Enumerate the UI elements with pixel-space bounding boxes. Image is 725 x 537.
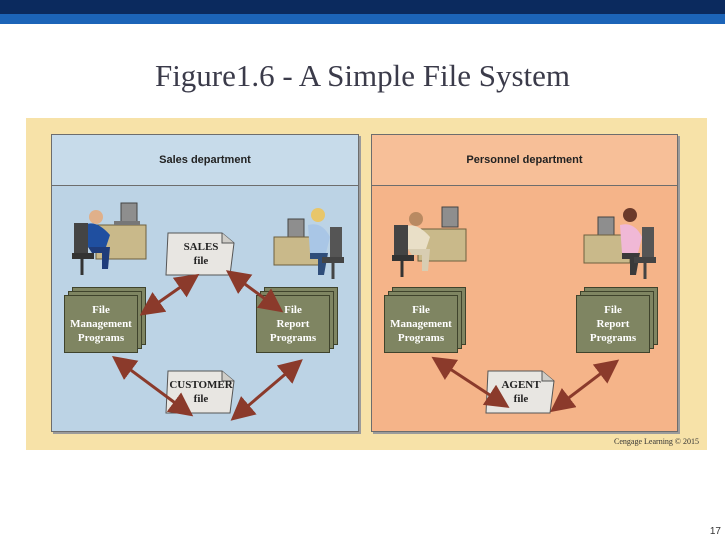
personnel-file-report-label: File Report Programs bbox=[589, 304, 637, 344]
personnel-department-panel: Personnel department File Manage bbox=[371, 134, 678, 432]
personnel-file-management-label: File Management Programs bbox=[390, 304, 452, 344]
sales-file-management-label: File Management Programs bbox=[70, 304, 132, 344]
sales-user-right-icon bbox=[273, 208, 344, 279]
personnel-file-management-programs: File Management Programs bbox=[384, 287, 466, 355]
sales-file-management-programs: File Management Programs bbox=[64, 287, 146, 355]
slide-top-bar-accent bbox=[0, 14, 725, 24]
sales-connection-arrows bbox=[111, 270, 303, 421]
personnel-user-left-icon bbox=[392, 206, 467, 277]
sales-file: SALES file bbox=[164, 229, 238, 279]
slide-top-bar bbox=[0, 0, 725, 14]
arrow-customer-report bbox=[230, 359, 303, 421]
arrow-mgmt-customer bbox=[111, 356, 194, 417]
sales-user-left-icon bbox=[72, 202, 147, 275]
page-number: 17 bbox=[709, 526, 721, 537]
personnel-user-right-icon bbox=[583, 208, 656, 279]
arrow-sales-report bbox=[225, 270, 284, 313]
sales-file-report-label: File Report Programs bbox=[269, 304, 317, 344]
slide-title: Figure1.6 - A Simple File System bbox=[154, 58, 571, 93]
agent-file-label: AGENT file bbox=[501, 379, 541, 405]
figure-credit: Cengage Learning © 2015 bbox=[614, 437, 699, 446]
personnel-connection-arrows bbox=[431, 356, 620, 413]
arrow-agent-report bbox=[550, 359, 620, 413]
sales-file-report-programs: File Report Programs bbox=[256, 287, 338, 355]
arrow-mgmt-agent bbox=[431, 356, 510, 408]
file-system-figure: Sales department bbox=[26, 118, 707, 450]
sales-file-label: SALES file bbox=[183, 241, 219, 267]
arrow-mgmt-sales bbox=[139, 273, 200, 316]
sales-department-panel: Sales department bbox=[51, 134, 359, 432]
personnel-department-header: Personnel department bbox=[372, 135, 677, 186]
personnel-file-report-programs: File Report Programs bbox=[576, 287, 658, 355]
sales-department-header: Sales department bbox=[52, 135, 358, 186]
